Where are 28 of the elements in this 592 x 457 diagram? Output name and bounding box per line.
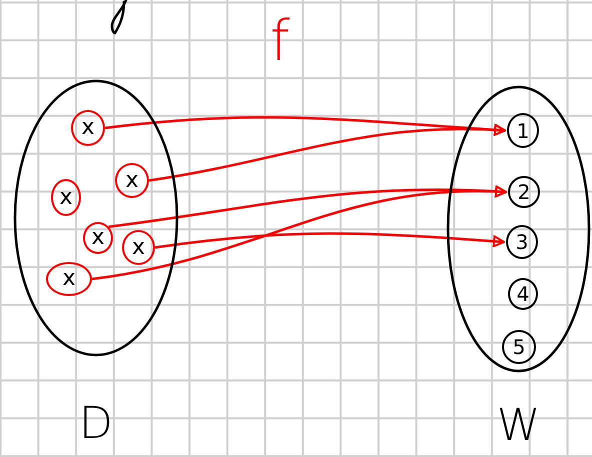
element-circle [122,230,155,265]
element-circle [51,179,81,216]
mapping-arrow [92,186,507,280]
element-mark: x [62,268,76,290]
element-mark: x [59,186,73,208]
element-mark: x [81,117,95,139]
number-circle [508,176,540,208]
number-label: 1 [516,120,530,140]
set-label: D [79,402,113,446]
number-circle [507,113,539,148]
number-circle [508,278,538,310]
mapping-arrow [154,232,505,249]
element-circle [83,222,113,254]
element-circle [71,110,105,146]
number-circle [502,330,536,364]
mapping-arrow [148,124,506,182]
element-circle [115,163,149,198]
number-circle [506,225,538,259]
element-mark: x [132,236,146,258]
number-label: 2 [518,182,530,202]
element-circle [46,262,92,296]
number-label: 3 [516,232,528,252]
number-label: 5 [512,337,526,357]
set-label: W [496,404,540,448]
function-name: f [270,14,290,70]
element-mark: x [125,170,139,192]
element-mark: x [91,227,105,249]
number-label: 4 [516,284,530,304]
